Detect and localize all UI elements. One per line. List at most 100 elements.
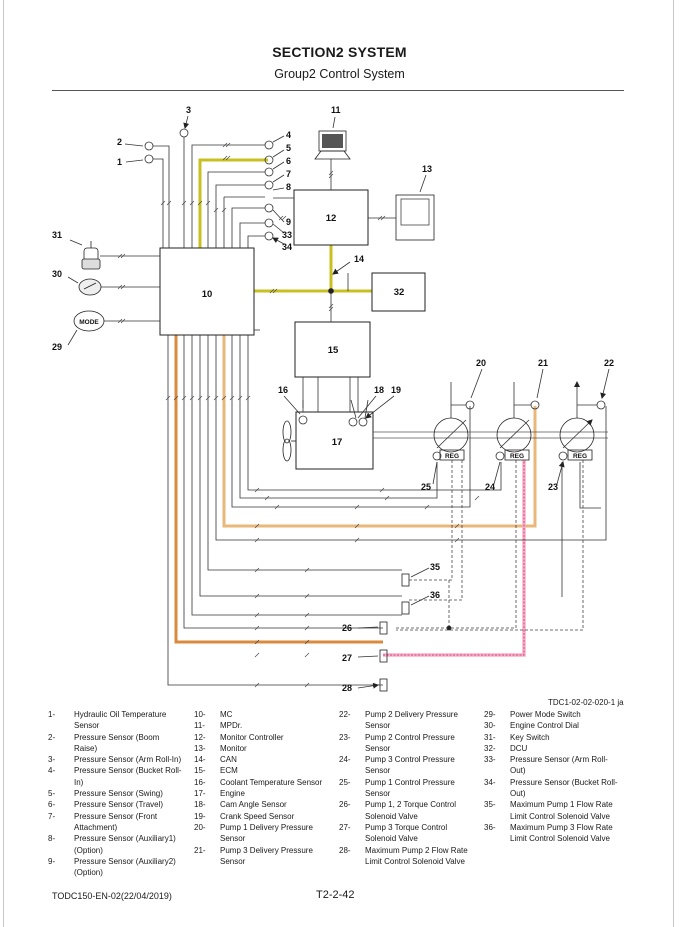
callout-19: 19 xyxy=(391,385,401,395)
legend-item-number: 18- xyxy=(194,800,206,810)
callout-11: 11 xyxy=(331,105,341,115)
legend-item-number: 3- xyxy=(48,755,56,765)
legend-item: 12- Monitor Controller xyxy=(194,732,328,743)
legend-item: 25-Pump 1 Control Pressure Sensor xyxy=(339,777,473,800)
legend-item-number: 27- xyxy=(339,822,351,832)
legend-item-text: Pump 2 Control Pressure Sensor xyxy=(365,732,455,753)
legend-item-number: 9- xyxy=(48,856,56,866)
legend-item-number: 30- xyxy=(484,721,496,731)
callout-34: 34 xyxy=(282,242,292,252)
legend-item: 1-Hydraulic Oil Temperature Sensor xyxy=(48,709,182,732)
legend-item-number: 7- xyxy=(48,811,56,821)
legend-item-text: Key Switch xyxy=(510,732,550,742)
callout-27: 27 xyxy=(342,653,352,663)
legend-item: 27-Pump 3 Torque Control Solenoid Valve xyxy=(339,822,473,845)
legend-item-text: Pressure Sensor (Arm Roll-Out) xyxy=(510,755,608,776)
legend-item: 35- Maximum Pump 1 Flow Rate Limit Contro… xyxy=(484,799,618,822)
legend-item-text: Maximum Pump 3 Flow Rate Limit Control S… xyxy=(510,822,613,844)
legend-item-text: Pump 2 Delivery Pressure Sensor xyxy=(365,710,458,731)
legend-item-text: Pump 3 Control Pressure Sensor xyxy=(365,755,455,776)
callout-26: 26 xyxy=(342,623,352,633)
legend-item-number: 1- xyxy=(48,710,56,719)
legend-item-number: 12- xyxy=(194,732,206,742)
can-bus-line xyxy=(198,158,268,248)
legend-item-number: 5- xyxy=(48,789,56,799)
legend-item: 4- Pressure Sensor (Bucket Roll-In) xyxy=(48,765,182,788)
legend-item: 6-Pressure Sensor (Travel) xyxy=(48,799,182,810)
legend-item-number: 35- xyxy=(484,800,496,810)
legend-item: 24- Pump 3 Control Pressure Sensor xyxy=(339,754,473,777)
legend-item-text: Maximum Pump 1 Flow Rate Limit Control S… xyxy=(510,800,613,821)
legend-item: 13-Monitor xyxy=(194,743,328,754)
callout-28: 28 xyxy=(342,683,352,693)
legend-item-number: 14- xyxy=(194,755,206,765)
legend-item-text: MC xyxy=(220,710,233,719)
legend-item: 10-MC xyxy=(194,709,328,720)
ecm-line-inner xyxy=(222,335,537,528)
legend-item-number: 25- xyxy=(339,777,351,787)
legend-item: 29-Power Mode Switch xyxy=(484,709,618,720)
box-label-10: 10 xyxy=(202,289,213,300)
legend-item-number: 29- xyxy=(484,710,496,719)
callout-21: 21 xyxy=(538,358,548,368)
legend-item: 18-Cam Angle Sensor xyxy=(194,799,328,810)
legend-item-number: 32- xyxy=(484,743,496,753)
mode-label: MODE xyxy=(79,319,99,326)
pump3-line-inner xyxy=(383,460,525,656)
legend-item-text: Pressure Sensor (Bucket Roll-In) xyxy=(74,766,182,787)
box-label-12: 12 xyxy=(326,213,337,224)
legend-item-number: 20- xyxy=(194,822,206,832)
pump3-line-outer xyxy=(383,460,526,657)
legend-item-text: MPDr. xyxy=(220,721,243,731)
legend-item: 11- MPDr. xyxy=(194,720,328,731)
legend-item: 21-Pump 3 Delivery Pressure Sensor xyxy=(194,845,328,868)
header-rule xyxy=(52,90,624,91)
legend-item-number: 16- xyxy=(194,777,206,787)
callout-4: 4 xyxy=(286,130,291,140)
callout-16: 16 xyxy=(278,385,288,395)
reg-label-pump2: REG xyxy=(573,453,587,460)
legend-item-text: Pressure Sensor (Auxiliary1) (Option) xyxy=(74,834,176,855)
legend-item-number: 15- xyxy=(194,766,206,776)
legend-item-number: 4- xyxy=(48,766,56,776)
legend-item-number: 13- xyxy=(194,743,206,753)
callout-24: 24 xyxy=(485,482,495,492)
legend-item-text: Monitor Controller xyxy=(220,732,284,742)
legend-item: 19-Crank Speed Sensor xyxy=(194,811,328,822)
legend-item-text: Engine xyxy=(220,789,245,799)
box-label-15: 15 xyxy=(328,345,339,356)
monitor-icon xyxy=(395,194,435,241)
legend-item-text: Pressure Sensor (Arm Roll-In) xyxy=(74,755,182,765)
legend-item-number: 22- xyxy=(339,710,351,719)
callout-8: 8 xyxy=(286,182,291,192)
legend-item-number: 21- xyxy=(194,845,206,855)
legend-item-text: CAN xyxy=(220,755,237,765)
legend-item: 23- Pump 2 Control Pressure Sensor xyxy=(339,732,473,755)
legend-item: 17- Engine xyxy=(194,788,328,799)
legend-item-number: 28- xyxy=(339,845,351,855)
legend-item-number: 23- xyxy=(339,732,351,742)
control-system-diagram: 10 12 32 15 17 MODE REG REG REG 1 2 3 4 … xyxy=(52,105,614,693)
key-switch-icon xyxy=(81,241,101,270)
legend-item-number: 17- xyxy=(194,789,206,799)
engine-fan-icon xyxy=(282,420,296,462)
engine-control-dial-icon xyxy=(78,278,102,296)
callout-29: 29 xyxy=(52,342,62,352)
callout-2: 2 xyxy=(117,137,122,147)
mc-box xyxy=(159,247,255,336)
legend-item: 32-DCU xyxy=(484,743,618,754)
legend-item-number: 11- xyxy=(194,721,205,731)
legend-item-text: Pressure Sensor (Bucket Roll-Out) xyxy=(510,777,618,799)
legend-item-number: 34- xyxy=(484,777,496,787)
page-edge-right xyxy=(673,0,674,927)
reg-label-pump1: REG xyxy=(445,453,459,460)
legend-item-number: 24- xyxy=(339,755,351,765)
legend-item-number: 19- xyxy=(194,811,206,821)
legend-item: 26-Pump 1, 2 Torque Control Solenoid Val… xyxy=(339,799,473,822)
legend-item: 7-Pressure Sensor (Front Attachment) xyxy=(48,811,182,834)
legend-item: 15-ECM xyxy=(194,765,328,776)
legend-item: 16-Coolant Temperature Sensor xyxy=(194,777,328,788)
callout-36: 36 xyxy=(430,590,440,600)
